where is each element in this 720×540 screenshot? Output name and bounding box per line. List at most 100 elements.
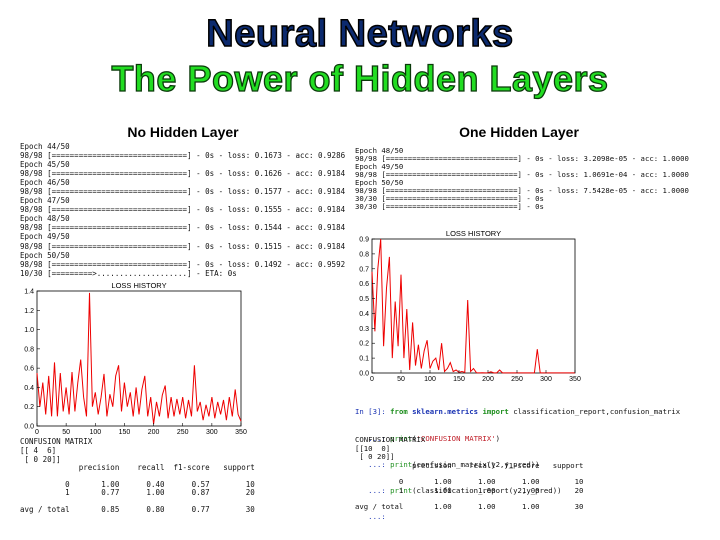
log-line: 0 1.00 0.40 0.57 10 bbox=[20, 479, 255, 489]
code-token: from bbox=[390, 407, 408, 417]
log-line: 98/98 [==============================] -… bbox=[20, 223, 346, 233]
log-line: 98/98 [==============================] -… bbox=[20, 187, 346, 197]
log-line: 98/98 [==============================] -… bbox=[355, 154, 689, 163]
code-token: In [3]: bbox=[355, 407, 391, 417]
y-tick-label: 0.8 bbox=[24, 346, 34, 353]
y-tick-label: 0.2 bbox=[359, 341, 369, 348]
log-line: CONFUSION MATRIX bbox=[20, 437, 93, 446]
x-tick-label: 150 bbox=[119, 429, 131, 436]
code-token: classification_report,confusion_matrix bbox=[508, 407, 681, 417]
log-line: [[ 4 6] bbox=[20, 445, 57, 455]
y-tick-label: 0.3 bbox=[359, 326, 369, 333]
x-tick-label: 50 bbox=[397, 376, 405, 383]
x-tick-label: 350 bbox=[235, 429, 247, 436]
log-line: 30/30 [==============================] -… bbox=[355, 194, 544, 203]
log-line: 30/30 [==============================] -… bbox=[355, 202, 544, 211]
log-line: avg / total 0.85 0.80 0.77 30 bbox=[20, 504, 255, 514]
y-tick-label: 1.0 bbox=[24, 327, 34, 334]
code-line: In [3]: from sklearn.metrics import clas… bbox=[355, 408, 680, 417]
slide-subtitle: The Power of Hidden Layers bbox=[111, 57, 609, 99]
right-code-cell: In [3]: from sklearn.metrics import clas… bbox=[355, 391, 680, 539]
x-tick-label: 250 bbox=[511, 376, 523, 383]
log-line: 98/98 [==============================] -… bbox=[20, 169, 346, 179]
code-token: print bbox=[390, 433, 413, 443]
log-line: Epoch 48/50 bbox=[20, 214, 70, 224]
log-line: precision recall f1-score support bbox=[20, 463, 255, 473]
code-token: (confusion_matrix(y2,y_pred)) bbox=[412, 459, 540, 469]
log-line: 1 1.00 1.00 1.00 20 bbox=[355, 485, 584, 495]
log-line: Epoch 49/50 bbox=[355, 162, 404, 171]
left-classification-report: CONFUSION MATRIX[[ 4 6] [ 0 20]] precisi… bbox=[20, 437, 255, 515]
y-tick-label: 1.2 bbox=[24, 308, 34, 315]
log-line: 1 0.77 1.00 0.87 20 bbox=[20, 488, 255, 498]
code-token: ( bbox=[412, 433, 417, 443]
code-token: print bbox=[390, 485, 413, 495]
slide-title: Neural Networks bbox=[206, 12, 514, 56]
log-line: precision recall f1-score support bbox=[355, 461, 584, 471]
log-line: avg / total 1.00 1.00 1.00 30 bbox=[355, 501, 584, 511]
code-token: ) bbox=[495, 433, 501, 443]
log-line: Epoch 46/50 bbox=[20, 178, 70, 188]
y-tick-label: 0.6 bbox=[24, 366, 34, 373]
right-classification-report: CONFUSION MATRIX[[10 0] [ 0 20]] precisi… bbox=[355, 435, 584, 512]
code-token: import bbox=[482, 407, 509, 417]
x-tick-label: 300 bbox=[540, 376, 552, 383]
log-line: Epoch 50/50 bbox=[20, 250, 70, 260]
x-tick-label: 250 bbox=[177, 429, 189, 436]
left-heading: No Hidden Layer bbox=[127, 124, 239, 140]
log-line: Epoch 50/50 bbox=[355, 178, 404, 187]
y-tick-label: 0.5 bbox=[359, 296, 369, 303]
log-line: Epoch 44/50 bbox=[20, 142, 70, 151]
y-tick-label: 0.0 bbox=[24, 424, 34, 431]
code-token: print bbox=[390, 459, 413, 469]
code-token: 'CONFUSION MATRIX' bbox=[416, 433, 496, 443]
y-tick-label: 0.9 bbox=[359, 237, 369, 244]
x-tick-label: 100 bbox=[89, 429, 101, 436]
y-tick-label: 0.2 bbox=[24, 404, 34, 411]
x-tick-label: 100 bbox=[424, 376, 436, 383]
y-tick-label: 0.1 bbox=[359, 356, 369, 363]
log-line: Epoch 47/50 bbox=[20, 196, 70, 206]
code-line: ...: bbox=[355, 511, 680, 522]
chart-title: LOSS HISTORY bbox=[446, 229, 501, 238]
log-line: 98/98 [==============================] -… bbox=[355, 170, 689, 179]
log-line: [ 0 20]] bbox=[355, 452, 395, 462]
code-line: ...: print(confusion_matrix(y2,y_pred)) bbox=[355, 459, 680, 470]
log-line: [[10 0] bbox=[355, 443, 391, 453]
x-tick-label: 300 bbox=[206, 429, 218, 436]
code-token: sklearn.metrics bbox=[412, 407, 479, 417]
log-line: [ 0 20]] bbox=[20, 454, 61, 464]
plot-area bbox=[36, 290, 242, 427]
code-line: ...: print('CONFUSION MATRIX') bbox=[355, 433, 680, 444]
y-tick-label: 0.6 bbox=[359, 281, 369, 288]
y-tick-label: 0.4 bbox=[24, 385, 34, 392]
loss-series-line bbox=[371, 238, 575, 374]
log-line: 98/98 [==============================] -… bbox=[20, 259, 346, 269]
loss-series-line bbox=[36, 292, 242, 425]
x-tick-label: 50 bbox=[62, 429, 70, 436]
code-token: ...: bbox=[355, 485, 391, 495]
x-tick-label: 200 bbox=[148, 429, 160, 436]
plot-area bbox=[371, 238, 576, 374]
code-token: ...: bbox=[355, 459, 391, 469]
y-tick-label: 0.4 bbox=[359, 311, 369, 318]
x-tick-label: 0 bbox=[370, 376, 374, 383]
log-line: 98/98 [==============================] -… bbox=[355, 186, 689, 195]
code-token: (classification_report(y2,y_pred)) bbox=[412, 485, 562, 495]
log-line: 98/98 [==============================] -… bbox=[20, 205, 346, 215]
x-tick-label: 150 bbox=[453, 376, 465, 383]
x-tick-label: 200 bbox=[482, 376, 494, 383]
log-line: CONFUSION MATRIX bbox=[355, 435, 426, 444]
log-line: Epoch 49/50 bbox=[20, 232, 70, 242]
log-line: 98/98 [==============================] -… bbox=[20, 151, 346, 161]
x-tick-label: 350 bbox=[569, 376, 581, 383]
code-token: ...: bbox=[355, 433, 391, 443]
code-token: ...: bbox=[355, 511, 391, 521]
chart-title: LOSS HISTORY bbox=[111, 281, 166, 290]
code-line: ...: print(classification_report(y2,y_pr… bbox=[355, 485, 680, 496]
y-tick-label: 1.4 bbox=[24, 289, 34, 296]
